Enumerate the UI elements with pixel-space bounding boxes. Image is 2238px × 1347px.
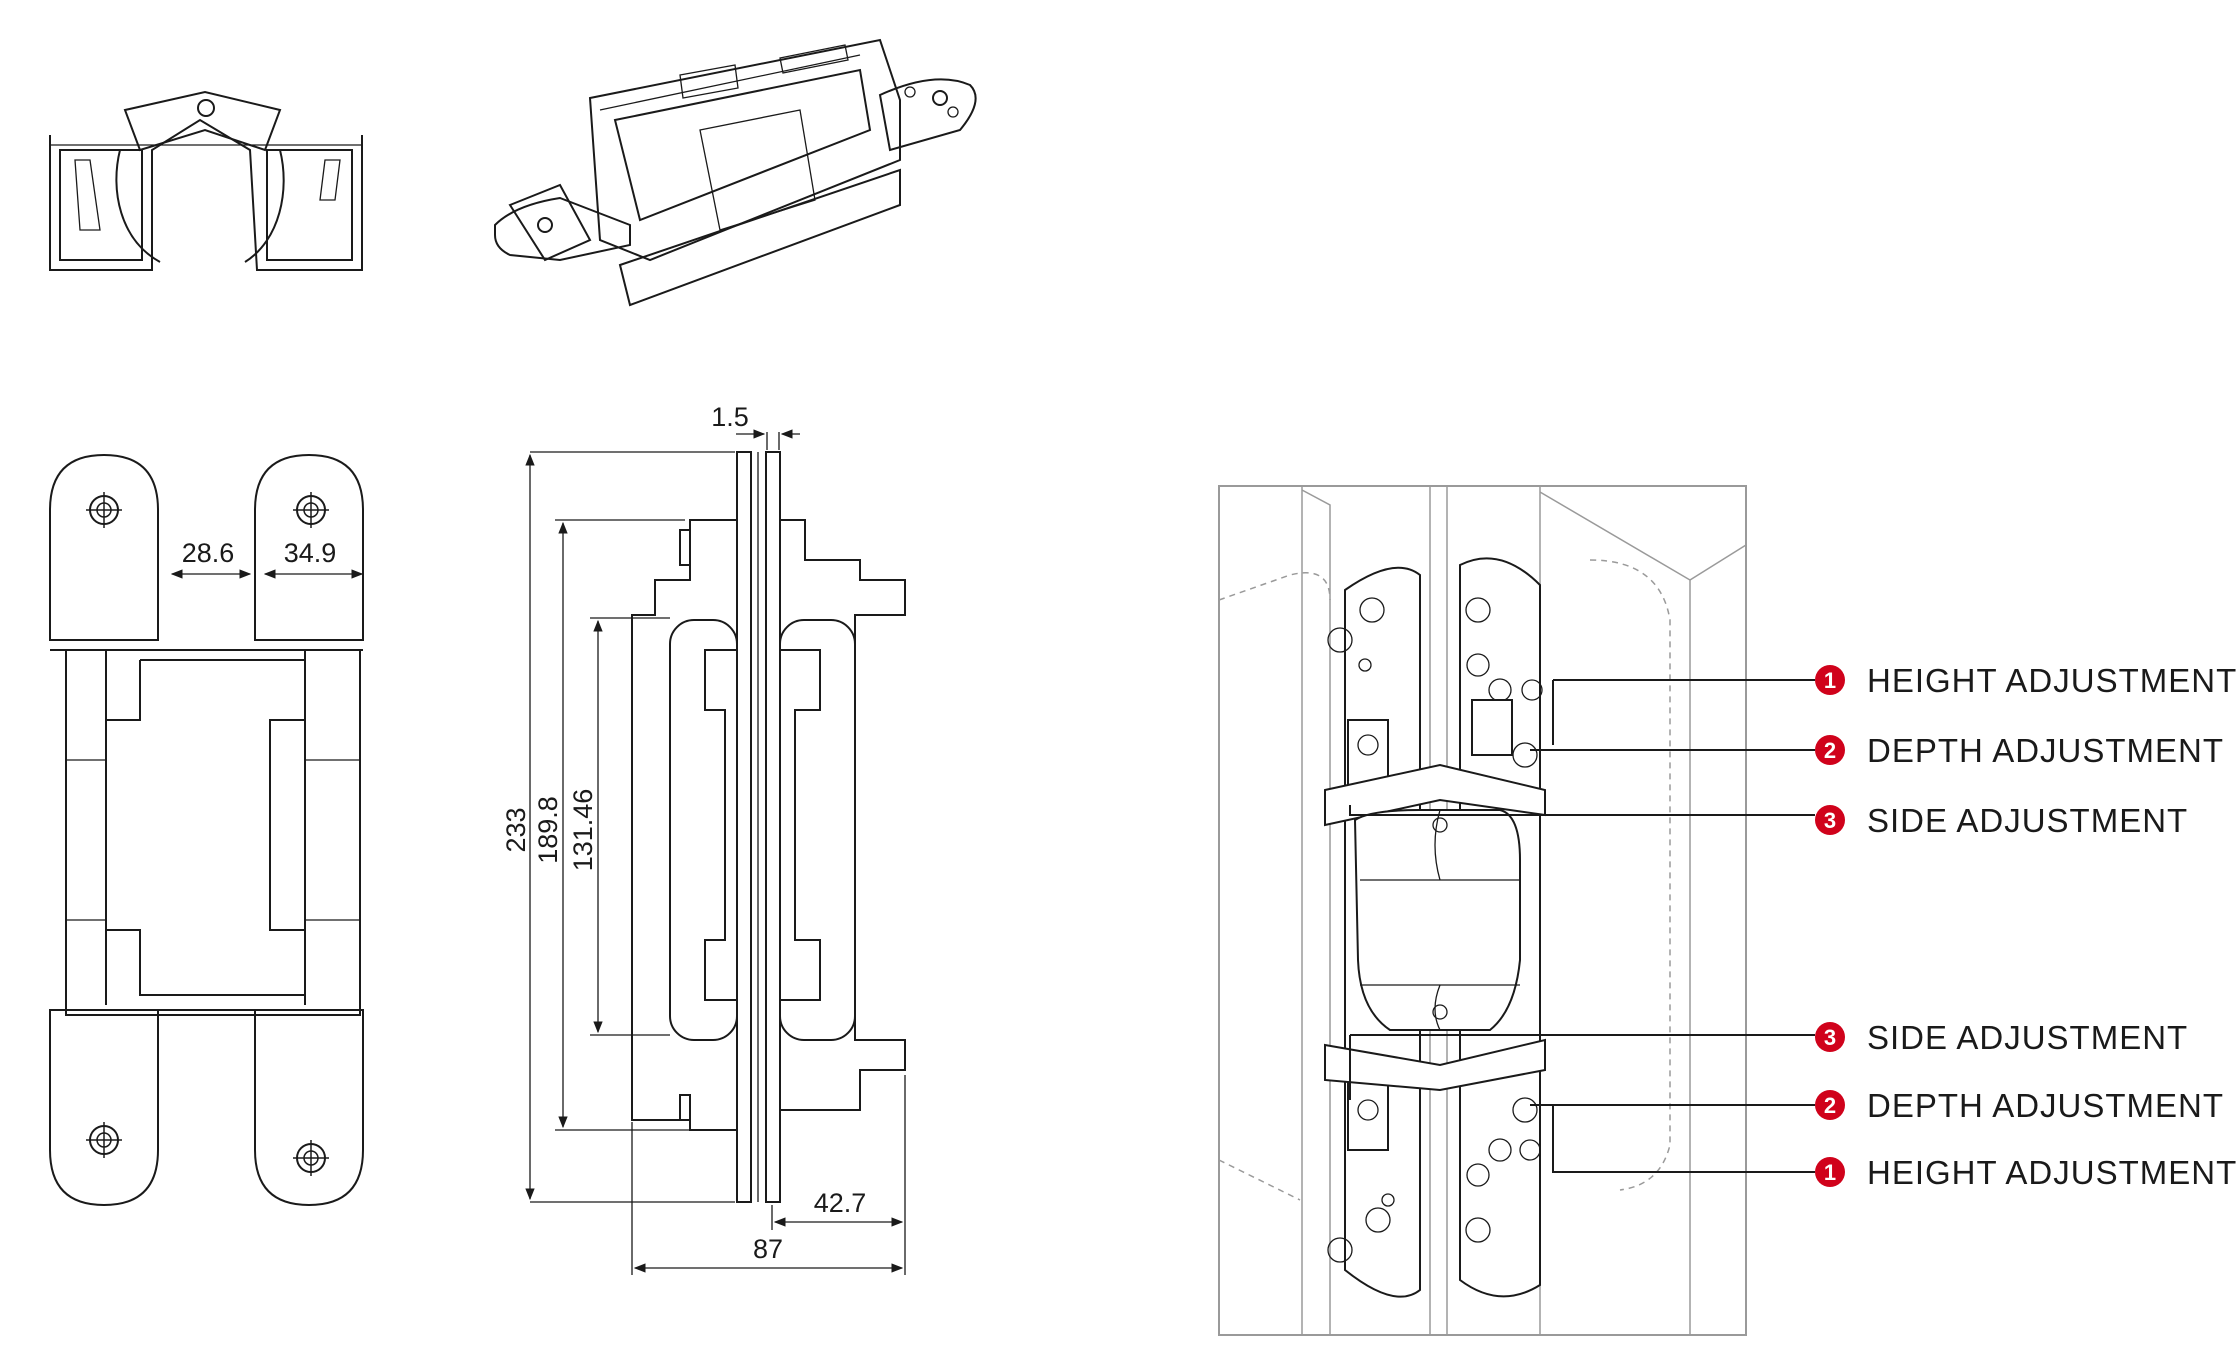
hinge-isometric-view (494, 38, 977, 307)
callout-badge (1815, 1022, 1845, 1052)
callout-1-top: 1 HEIGHT ADJUSTMENT (1815, 662, 2237, 699)
callout-label-height-adjustment: HEIGHT ADJUSTMENT (1867, 1154, 2237, 1191)
callout-3-bottom: 3 SIDE ADJUSTMENT (1815, 1019, 2188, 1056)
hinge-front-view: 28.6 34.9 (49, 453, 364, 1207)
dim-body-height: 189.8 (533, 796, 563, 864)
dim-overall-height: 233 (501, 807, 531, 852)
hinge-side-view: 1.5 233 189.8 131.46 42.7 87 (501, 402, 906, 1275)
callout-number: 2 (1824, 738, 1836, 763)
dim-total-depth: 87 (753, 1234, 783, 1264)
callout-badge (1815, 735, 1845, 765)
callout-label-depth-adjustment: DEPTH ADJUSTMENT (1867, 732, 2224, 769)
callout-badge (1815, 1090, 1845, 1120)
callout-2-top: 2 DEPTH ADJUSTMENT (1815, 732, 2224, 769)
dim-flange-thickness: 1.5 (711, 402, 749, 432)
dim-leaf-width: 34.9 (284, 538, 337, 568)
dim-gap-width: 28.6 (182, 538, 235, 568)
callout-number: 1 (1824, 668, 1836, 693)
callout-number: 3 (1824, 808, 1836, 833)
callout-3-top: 3 SIDE ADJUSTMENT (1815, 802, 2188, 839)
callout-label-depth-adjustment: DEPTH ADJUSTMENT (1867, 1087, 2224, 1124)
callout-label-side-adjustment: SIDE ADJUSTMENT (1867, 802, 2188, 839)
dim-inner-height: 131.46 (568, 789, 598, 872)
callout-number: 3 (1824, 1025, 1836, 1050)
callout-badge (1815, 1157, 1845, 1187)
callout-number: 1 (1824, 1160, 1836, 1185)
callout-label-side-adjustment: SIDE ADJUSTMENT (1867, 1019, 2188, 1056)
callout-number: 2 (1824, 1093, 1836, 1118)
dim-half-depth: 42.7 (814, 1188, 867, 1218)
installed-hinge-illustration (1218, 485, 1747, 1336)
callout-badge (1815, 665, 1845, 695)
callout-leaders (1349, 679, 1815, 1173)
callout-2-bottom: 2 DEPTH ADJUSTMENT (1815, 1087, 2224, 1124)
callout-1-bottom: 1 HEIGHT ADJUSTMENT (1815, 1154, 2237, 1191)
callout-badge (1815, 805, 1845, 835)
hinge-top-view (49, 90, 363, 271)
callout-label-height-adjustment: HEIGHT ADJUSTMENT (1867, 662, 2237, 699)
